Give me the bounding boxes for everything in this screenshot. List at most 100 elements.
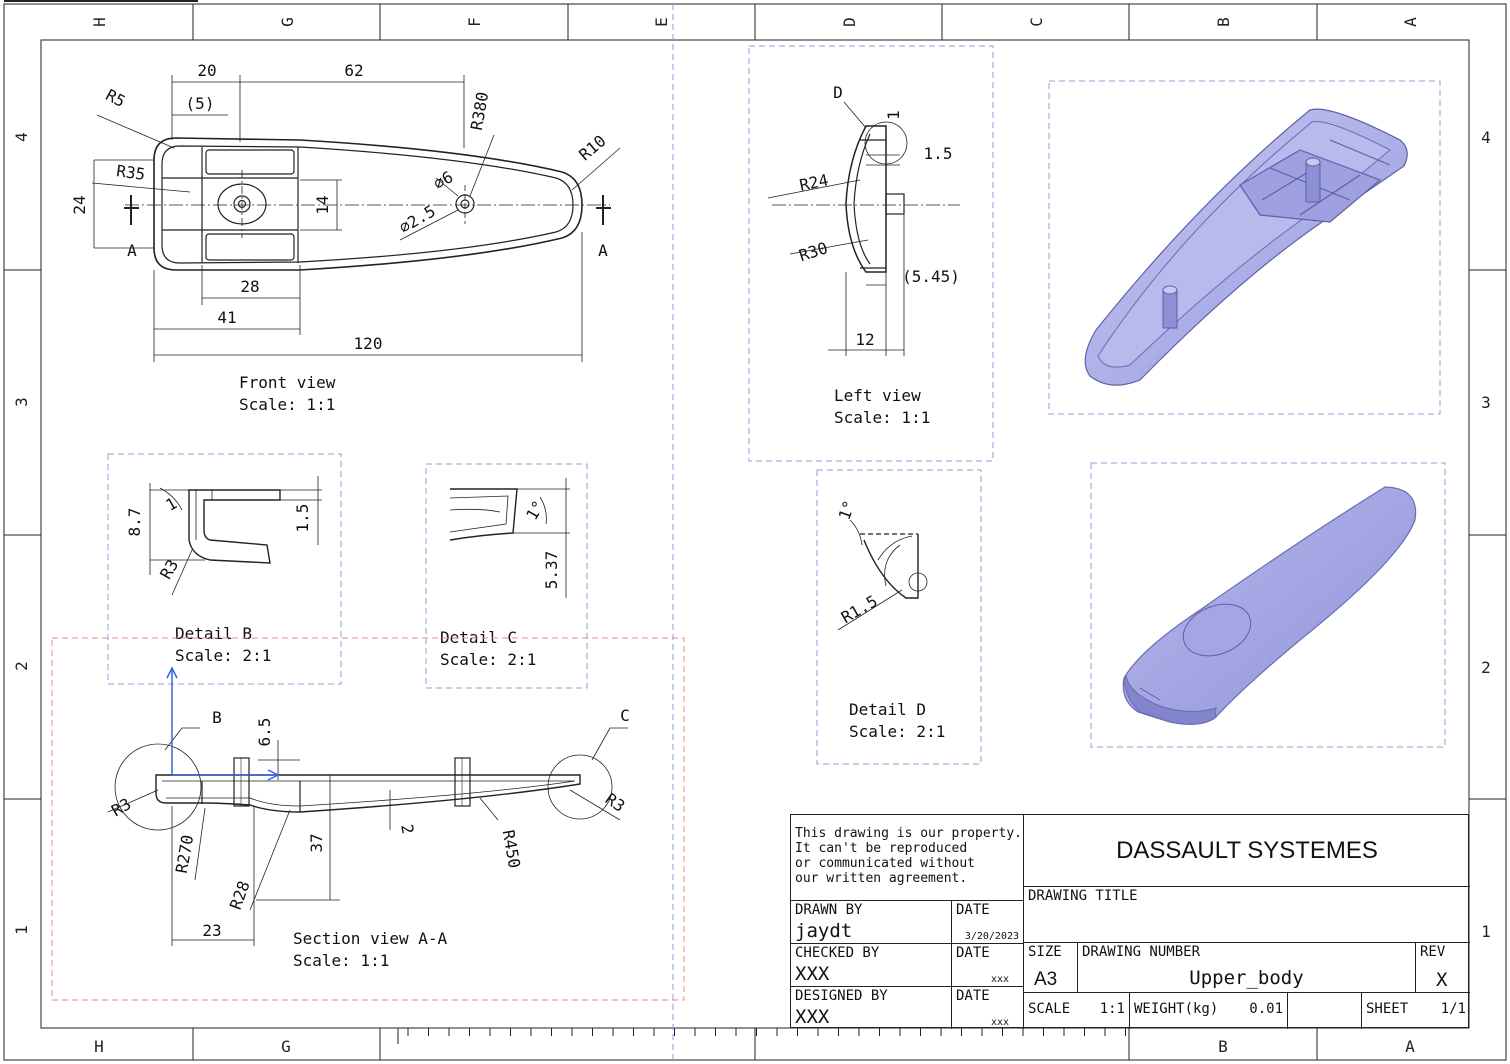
scale-ruler bbox=[397, 1027, 1129, 1044]
left-view-frame bbox=[748, 45, 994, 462]
drawn-date-value: 3/20/2023 bbox=[964, 931, 1019, 942]
section-dim-23: 23 bbox=[202, 921, 221, 940]
section-dim-r270: R270 bbox=[172, 833, 197, 874]
zone-label-right-4: 4 bbox=[1481, 128, 1491, 147]
detail-d[interactable] bbox=[837, 519, 928, 631]
detail-d-caption: Detail D bbox=[849, 700, 926, 719]
detail-b-frame bbox=[107, 453, 342, 685]
zone-label-left-2: 2 bbox=[12, 661, 31, 671]
detail-b[interactable] bbox=[149, 476, 322, 596]
zone-label-bottom-a: A bbox=[1405, 1037, 1415, 1056]
detail-d-frame bbox=[816, 469, 982, 765]
left-view-detail-d-mark: D bbox=[833, 83, 843, 102]
rev-label: REV bbox=[1420, 944, 1446, 960]
drawn-date-label: DATE bbox=[956, 902, 990, 918]
section-detail-c-mark: C bbox=[620, 706, 630, 725]
section-dim-2: 2 bbox=[397, 823, 417, 836]
designed-by-cell: DESIGNED BY XXX bbox=[791, 987, 952, 1029]
size-value: A3 bbox=[1034, 969, 1058, 990]
detail-d-dim-r1-5: R1.5 bbox=[838, 591, 881, 627]
zone-label-top-e: E bbox=[652, 17, 671, 27]
detail-c-dim-1: 1° bbox=[522, 497, 548, 523]
designed-date-value: xxx bbox=[990, 1017, 1009, 1028]
detail-b-dim-1: 1 bbox=[162, 494, 180, 515]
dim-41: 41 bbox=[217, 308, 236, 327]
zone-label-top-a: A bbox=[1401, 17, 1420, 27]
checked-by-label: CHECKED BY bbox=[795, 945, 880, 961]
section-dim-r28: R28 bbox=[226, 878, 254, 912]
zone-label-top-g: G bbox=[278, 17, 297, 27]
weight-value: 0.01 bbox=[1249, 1001, 1283, 1017]
section-dim-r3-left: R3 bbox=[108, 794, 134, 820]
dim-5: (5) bbox=[186, 94, 215, 113]
zone-label-top-d: D bbox=[840, 17, 859, 27]
checked-by-value: XXX bbox=[795, 963, 830, 985]
section-dim-r450: R450 bbox=[499, 828, 524, 869]
checked-date-label: DATE bbox=[956, 945, 990, 961]
section-detail-b-mark: B bbox=[212, 708, 222, 727]
zone-label-top-b: B bbox=[1214, 17, 1233, 27]
zone-label-right-1: 1 bbox=[1481, 922, 1491, 941]
front-view[interactable] bbox=[91, 75, 621, 362]
iso-view-underside[interactable] bbox=[1084, 108, 1408, 386]
zone-label-left-1: 1 bbox=[12, 925, 31, 935]
detail-c-dim-5-37: 5.37 bbox=[542, 551, 561, 590]
zone-label-bottom-b: B bbox=[1218, 1037, 1228, 1056]
zone-ticks bbox=[4, 4, 1506, 1060]
blank-cell bbox=[1288, 993, 1362, 1029]
designed-date-label: DATE bbox=[956, 988, 990, 1004]
left-view[interactable] bbox=[767, 101, 960, 356]
rev-value: X bbox=[1436, 969, 1448, 991]
left-view-dim-1-5: 1.5 bbox=[924, 144, 953, 163]
dim-20: 20 bbox=[197, 61, 216, 80]
dim-r10: R10 bbox=[575, 131, 609, 164]
dim-120: 120 bbox=[354, 334, 383, 353]
drawing-title-label: DRAWING TITLE bbox=[1028, 888, 1138, 904]
notice-line-3: or communicated without bbox=[795, 856, 976, 871]
dim-phi25: ⌀2.5 bbox=[396, 201, 439, 237]
sheet-label: SHEET bbox=[1366, 1001, 1409, 1017]
iso-view-top[interactable] bbox=[1122, 486, 1417, 725]
left-view-dim-5-45: (5.45) bbox=[902, 267, 960, 286]
iso-view-top-frame bbox=[1048, 80, 1441, 415]
notice-line-1: This drawing is our property. bbox=[795, 826, 1022, 841]
drawing-title-cell: DRAWING TITLE bbox=[1024, 887, 1470, 943]
zone-label-top-f: F bbox=[465, 17, 484, 27]
weight-cell: WEIGHT(kg) 0.01 bbox=[1130, 993, 1288, 1029]
property-notice: This drawing is our property. It can't b… bbox=[791, 815, 1024, 901]
dim-62: 62 bbox=[344, 61, 363, 80]
left-view-dim-r30: R30 bbox=[797, 238, 830, 265]
notice-line-4: our written agreement. bbox=[795, 871, 968, 886]
zone-label-bottom-g: G bbox=[281, 1037, 291, 1056]
size-label: SIZE bbox=[1028, 944, 1062, 960]
section-mark-a-right: A bbox=[598, 241, 608, 260]
detail-b-scale: Scale: 2:1 bbox=[175, 646, 271, 665]
section-dim-37: 37 bbox=[307, 833, 326, 852]
detail-c-scale: Scale: 2:1 bbox=[440, 650, 536, 669]
rev-cell: REV X bbox=[1416, 943, 1470, 993]
detail-d-scale: Scale: 2:1 bbox=[849, 722, 945, 741]
title-block: This drawing is our property. It can't b… bbox=[790, 814, 1470, 1029]
drawn-by-cell: DRAWN BY jaydt bbox=[791, 901, 952, 944]
drawing-number-cell: DRAWING NUMBER Upper_body bbox=[1078, 943, 1416, 993]
section-view[interactable] bbox=[107, 727, 628, 946]
drawn-by-value: jaydt bbox=[795, 920, 853, 942]
front-view-scale: Scale: 1:1 bbox=[239, 395, 335, 414]
designed-by-value: XXX bbox=[795, 1006, 830, 1028]
dim-r35: R35 bbox=[115, 161, 146, 184]
checked-by-cell: CHECKED BY XXX bbox=[791, 944, 952, 987]
detail-b-dim-8-7: 8.7 bbox=[125, 508, 144, 537]
dim-phi6: ⌀6 bbox=[430, 167, 456, 193]
drawn-by-label: DRAWN BY bbox=[795, 902, 863, 918]
notice-line-2: It can't be reproduced bbox=[795, 841, 968, 856]
company-cell: DASSAULT SYSTEMES bbox=[1024, 815, 1470, 887]
left-view-dim-12: 12 bbox=[855, 330, 874, 349]
detail-c[interactable] bbox=[449, 478, 570, 598]
sheet-cell: SHEET 1/1 bbox=[1362, 993, 1470, 1029]
detail-d-dim-1: 1° bbox=[835, 498, 859, 523]
designed-by-label: DESIGNED BY bbox=[795, 988, 888, 1004]
dim-28: 28 bbox=[240, 277, 259, 296]
zone-label-left-3: 3 bbox=[12, 397, 31, 407]
drawing-number-value: Upper_body bbox=[1189, 967, 1304, 989]
